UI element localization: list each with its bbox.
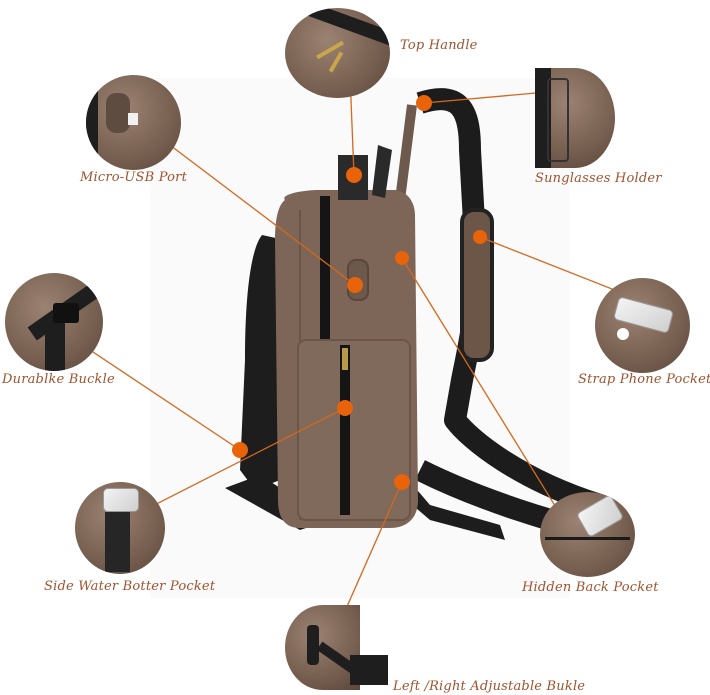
- inset-sunglasses-holder: [535, 68, 615, 168]
- label-adjustable-buckle: Left /Right Adjustable Bukle: [393, 679, 586, 694]
- buckle-strap-end: [350, 655, 388, 685]
- label-hidden-back-pocket: Hidden Back Pocket: [522, 580, 659, 595]
- label-side-water-bottle-pocket: Side Water Botter Pocket: [44, 579, 216, 594]
- inset-top-handle: [285, 8, 390, 98]
- label-top-handle: Top Handle: [400, 38, 478, 53]
- label-sunglasses-holder: Sunglasses Holder: [535, 171, 662, 186]
- label-micro-usb-port: Micro-USB Port: [80, 170, 188, 185]
- inset-durable-buckle: [5, 273, 103, 371]
- inset-strap-phone-pocket: [595, 278, 690, 373]
- inset-side-water-bottle-pocket: [75, 482, 165, 574]
- inset-hidden-back-pocket: [540, 492, 635, 577]
- label-strap-phone-pocket: Strap Phone Pocket: [578, 372, 710, 387]
- inset-micro-usb-port: [86, 75, 181, 170]
- inset-adjustable-buckle: [285, 605, 360, 690]
- label-durable-buckle: Durablke Buckle: [2, 372, 115, 387]
